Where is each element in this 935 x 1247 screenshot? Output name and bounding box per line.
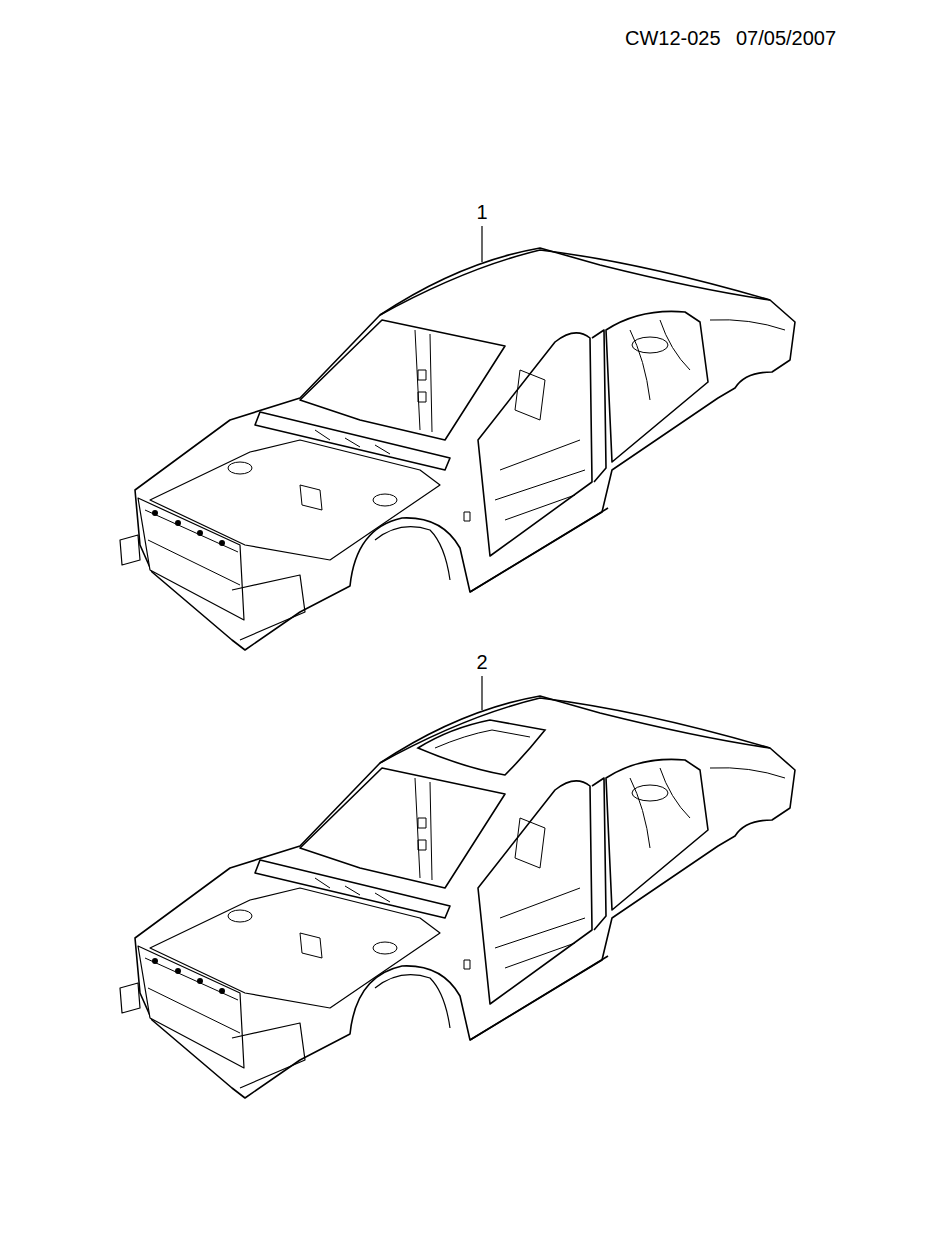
callout-number: 2 <box>476 652 487 672</box>
body-shell-sunroof <box>120 696 795 1098</box>
sunroof-opening <box>418 720 545 775</box>
drawing-code: CW12-025 <box>625 28 721 48</box>
body-shell <box>120 248 795 650</box>
callout-number: 1 <box>476 202 487 222</box>
drawing-date: 07/05/2007 <box>736 28 836 48</box>
leader-line <box>481 676 482 710</box>
leader-line <box>481 226 482 262</box>
sunroof-frame <box>435 730 530 748</box>
